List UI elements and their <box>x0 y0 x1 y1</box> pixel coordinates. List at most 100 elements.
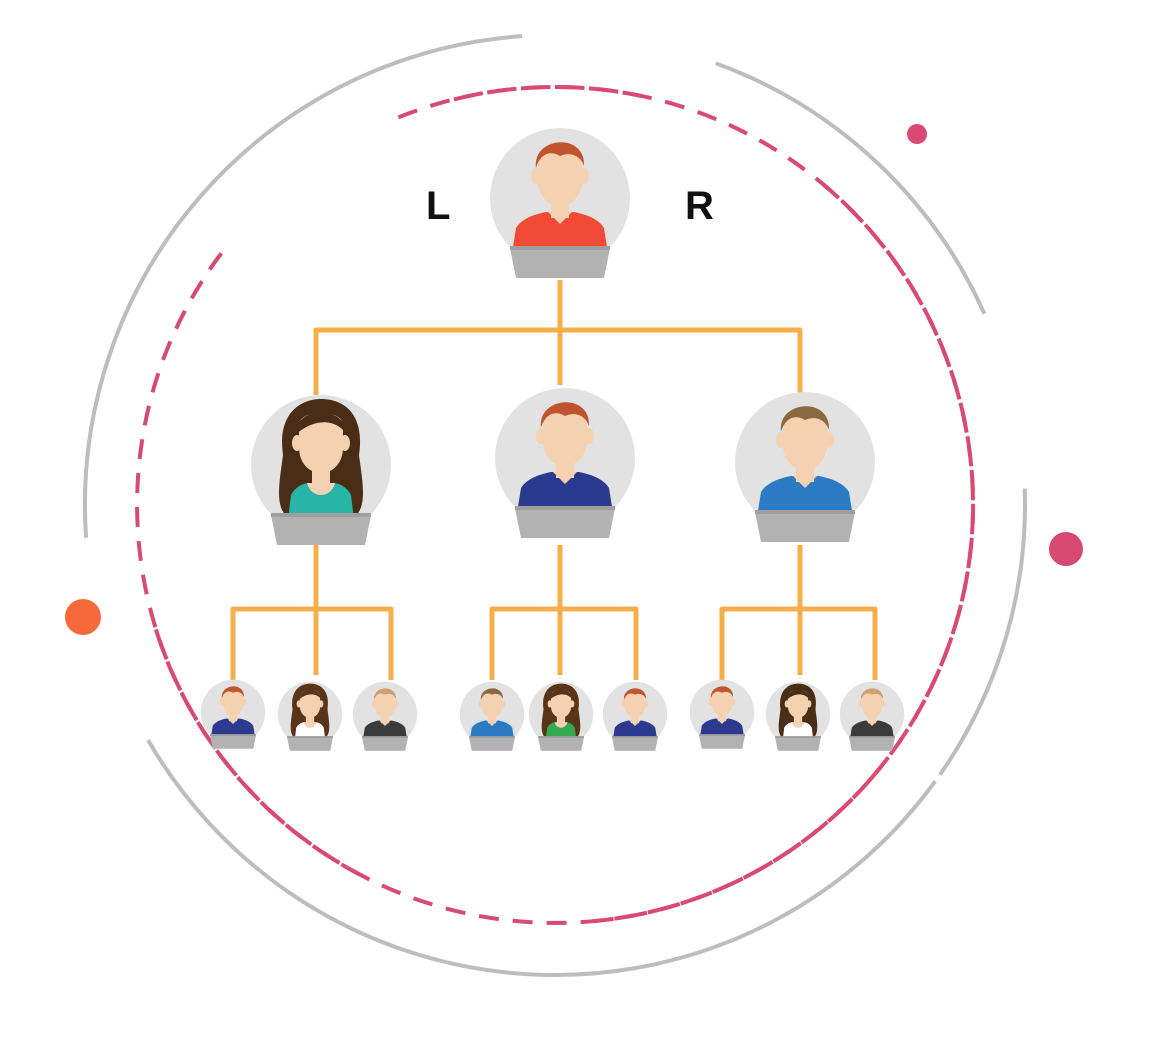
inner-dashed-arc <box>822 183 975 775</box>
left-leg-label: L <box>426 184 451 228</box>
avatar-nameplate <box>210 735 256 749</box>
avatar-collar <box>486 720 498 726</box>
avatar-face <box>711 688 733 716</box>
avatar-collar <box>629 720 641 726</box>
member-avatar-right <box>735 392 875 542</box>
avatar-nameplate <box>538 737 584 751</box>
nameplate-edge <box>612 736 658 738</box>
hair-front <box>623 688 647 701</box>
member-avatar-center <box>495 388 635 538</box>
avatar-nameplate <box>699 735 745 749</box>
avatar-face <box>538 146 582 206</box>
avatar-nameplate <box>271 515 371 545</box>
nameplate-edge <box>271 513 371 517</box>
hair-front <box>786 689 810 701</box>
tree-connectors <box>230 280 878 680</box>
inner-dashed-arc <box>149 612 360 876</box>
avatar-neck <box>312 469 330 485</box>
hair-front <box>780 406 830 432</box>
avatar-collar <box>866 720 878 726</box>
avatar-face <box>299 413 343 473</box>
avatar-collar <box>716 718 728 724</box>
connector-branch <box>489 606 639 680</box>
outer-ring-arc <box>938 488 1027 776</box>
member-avatar-left-2 <box>277 681 343 751</box>
hair-front <box>540 402 590 428</box>
avatar-neck <box>867 715 877 724</box>
avatar-neck <box>717 713 727 722</box>
avatar-collar <box>307 483 335 495</box>
hair-front <box>295 412 347 435</box>
avatar-face <box>550 690 572 718</box>
member-avatar-center-3 <box>602 681 668 751</box>
nameplate-edge <box>210 734 256 736</box>
connector-branch <box>719 606 878 680</box>
right-leg-label: R <box>685 184 714 228</box>
avatar-collar <box>548 212 572 224</box>
nameplate-edge <box>469 736 515 738</box>
decorative-dot <box>65 599 101 635</box>
avatar-collar <box>379 720 391 726</box>
hair-front <box>221 686 245 699</box>
member-avatar-center-1 <box>459 681 525 751</box>
hair-front <box>373 688 397 701</box>
avatar-nameplate <box>612 737 658 751</box>
hair-front <box>549 689 573 701</box>
avatar-face <box>481 690 503 718</box>
avatar-nameplate <box>755 512 855 542</box>
avatar-nameplate <box>469 737 515 751</box>
connector-branch <box>230 606 394 680</box>
nameplate-edge <box>699 734 745 736</box>
member-avatar-right-2 <box>765 681 831 751</box>
decorative-rings <box>65 34 1083 977</box>
avatar-collar <box>227 718 239 724</box>
inner-dashed-arc <box>135 84 976 925</box>
avatar-neck <box>556 715 566 724</box>
avatar-collar <box>554 722 568 728</box>
avatar-collar <box>793 476 817 488</box>
member-avatar-right-3 <box>839 681 905 751</box>
member-avatar-right-1 <box>689 679 755 749</box>
member-avatars <box>200 128 905 751</box>
nameplate-edge <box>538 736 584 738</box>
hair-front <box>298 689 322 701</box>
avatar-face <box>543 406 587 466</box>
nameplate-edge <box>287 736 333 738</box>
avatar-neck <box>380 715 390 724</box>
avatar-face <box>624 690 646 718</box>
member-avatar-root <box>490 128 630 278</box>
member-avatar-left-3 <box>352 681 418 751</box>
avatar-neck <box>228 713 238 722</box>
nameplate-edge <box>515 506 615 510</box>
nameplate-edge <box>362 736 408 738</box>
member-avatar-center-2 <box>528 681 594 751</box>
nameplate-edge <box>510 246 610 250</box>
avatar-face <box>374 690 396 718</box>
member-avatar-left-1 <box>200 679 266 749</box>
avatar-nameplate <box>775 737 821 751</box>
nameplate-edge <box>755 510 855 514</box>
avatar-nameplate <box>849 737 895 751</box>
nameplate-edge <box>775 736 821 738</box>
avatar-collar <box>553 472 577 484</box>
avatar-neck <box>793 715 803 724</box>
hair-front <box>710 686 734 699</box>
avatar-neck <box>305 715 315 724</box>
avatar-collar <box>303 722 317 728</box>
hair-front <box>480 688 504 701</box>
outer-ring-arc <box>82 34 523 538</box>
outer-ring-arc <box>146 738 937 977</box>
inner-dashed-arc <box>591 772 877 924</box>
hair-front <box>860 688 884 701</box>
decorative-dot <box>1049 532 1083 566</box>
decorative-dot <box>907 124 927 144</box>
hair-front <box>535 142 585 168</box>
avatar-neck <box>487 715 497 724</box>
avatar-face <box>787 690 809 718</box>
outer-ring-arc <box>715 61 987 315</box>
avatar-nameplate <box>287 737 333 751</box>
avatar-collar <box>791 722 805 728</box>
avatar-nameplate <box>510 248 610 278</box>
